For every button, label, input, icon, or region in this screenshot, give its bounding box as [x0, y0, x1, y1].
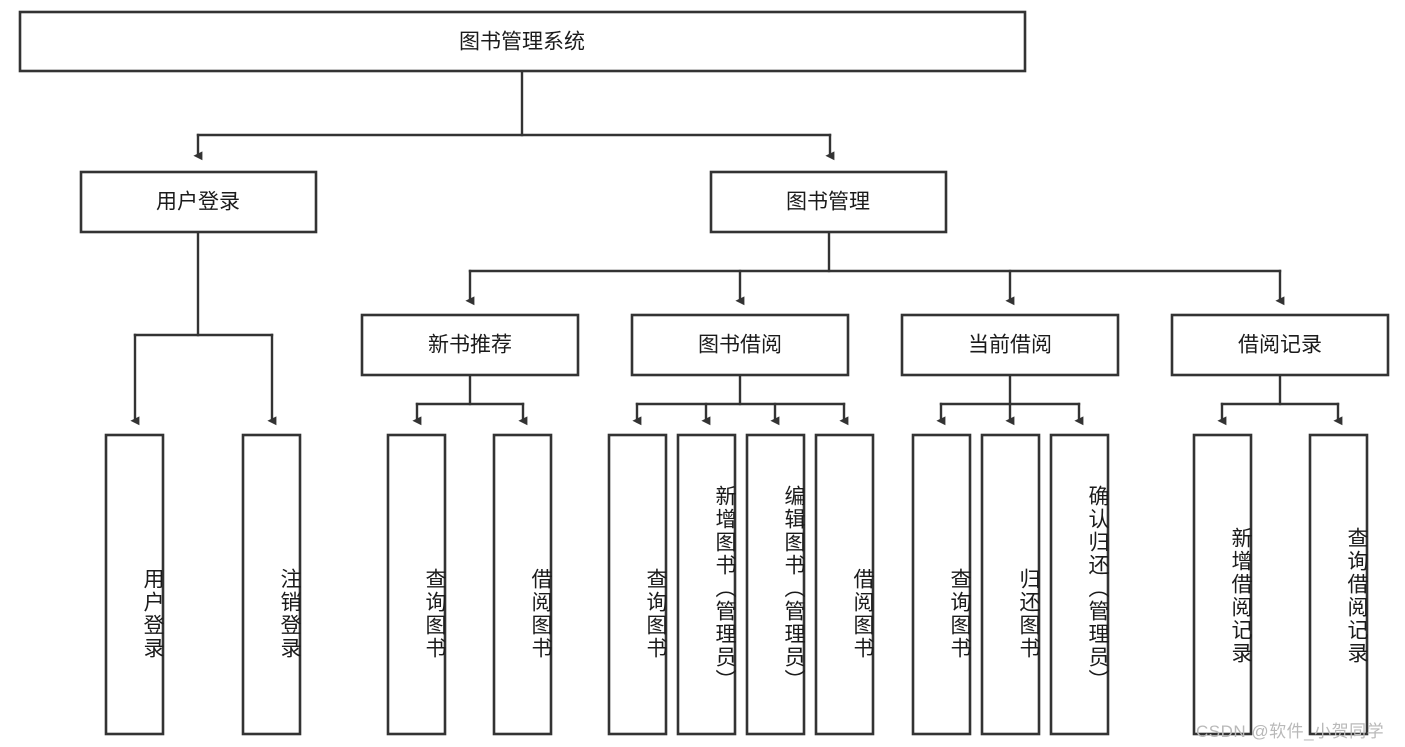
node-book-borrow[interactable]: 图书借阅 [630, 313, 850, 377]
leaf-borrow-record-0[interactable] [1192, 433, 1253, 736]
leaf-book-borrow-2[interactable] [745, 433, 806, 736]
node-user-login[interactable]: 用户登录 [79, 170, 318, 234]
leaf-current-borrow-1[interactable] [980, 433, 1041, 736]
leaf-new-book-0[interactable] [386, 433, 447, 736]
edge-current-borrow-to-leaves [936, 373, 1084, 426]
leaf-book-borrow-1[interactable] [676, 433, 737, 736]
edge-new-book-to-leaves [412, 373, 528, 426]
node-user-login-label: 用户登录 [156, 191, 240, 214]
leaf-current-borrow-2[interactable] [1049, 433, 1110, 736]
leaf-book-borrow-0[interactable] [607, 433, 668, 736]
node-borrow-record-label: 借阅记录 [1238, 334, 1322, 357]
node-root-label: 图书管理系统 [459, 31, 585, 54]
csdn-watermark: CSDN @软件_小贺同学 [1196, 722, 1385, 741]
edge-user-login-to-leaves [130, 230, 277, 426]
leaf-current-borrow-0[interactable] [911, 433, 972, 736]
node-current-borrow[interactable]: 当前借阅 [900, 313, 1120, 377]
node-root[interactable]: 图书管理系统 [18, 10, 1027, 73]
node-new-book-recommend[interactable]: 新书推荐 [360, 313, 580, 377]
edge-book-borrow-to-leaves [632, 373, 849, 426]
edge-book-manage-to-level3 [465, 230, 1285, 306]
leaf-borrow-record-1[interactable] [1308, 433, 1369, 736]
node-borrow-record[interactable]: 借阅记录 [1170, 313, 1390, 377]
leaf-user-login-0[interactable] [104, 433, 165, 736]
leaf-user-login-1[interactable] [241, 433, 302, 736]
node-book-management-label: 图书管理 [786, 191, 870, 214]
leaf-book-borrow-3[interactable] [814, 433, 875, 736]
node-book-borrow-label: 图书借阅 [698, 334, 782, 357]
node-book-management[interactable]: 图书管理 [709, 170, 948, 234]
node-current-borrow-label: 当前借阅 [968, 334, 1052, 357]
edge-borrow-record-to-leaves [1217, 373, 1343, 426]
leaf-new-book-1[interactable] [492, 433, 553, 736]
node-new-book-recommend-label: 新书推荐 [428, 334, 512, 357]
edge-root-to-level2 [193, 69, 835, 161]
